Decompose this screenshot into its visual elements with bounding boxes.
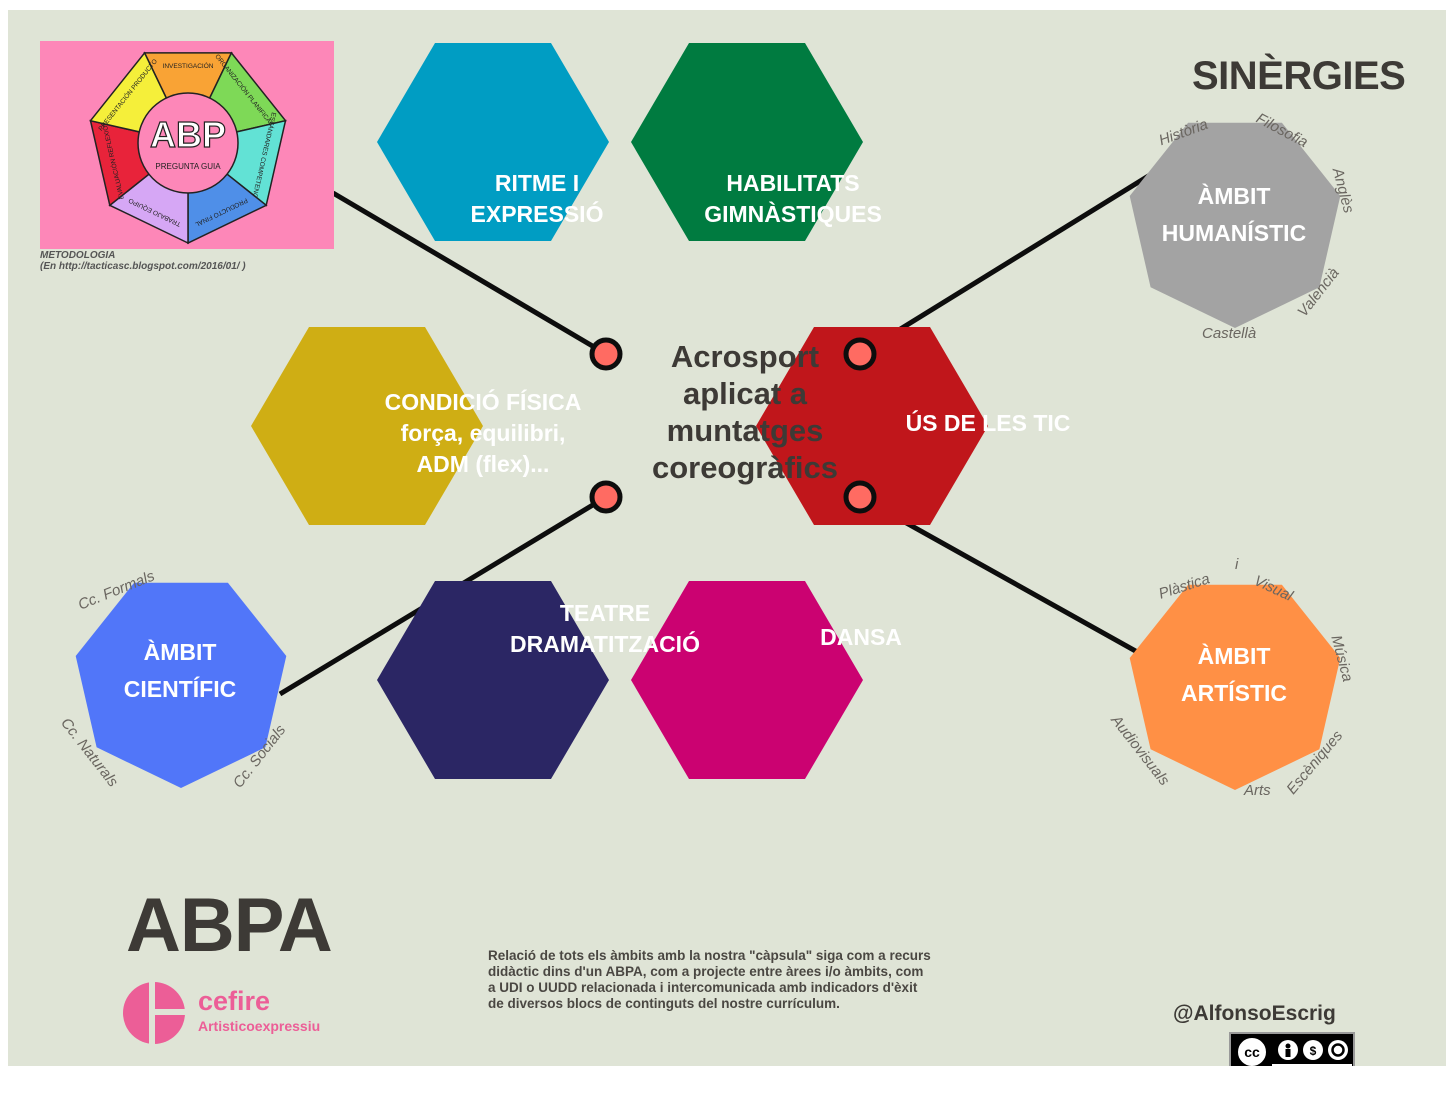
center-title: Acrosport aplicat a muntatges coreogràfi… [620,338,870,486]
ambit-label-humanistic: ÀMBIT HUMANÍSTIC [1126,178,1342,252]
subject-i: i [1235,556,1239,573]
ambit-label-artistic: ÀMBIT ARTÍSTIC [1126,638,1342,712]
center-title-line: Acrosport [670,339,820,374]
hex-label-ritme: RITME I EXPRESSIÓ [417,168,657,230]
subject-arts: Arts [1244,782,1271,799]
hex-label-line: ÚS DE LES TIC [905,410,1071,436]
hex-label-habilitats: HABILITATS GIMNÀSTIQUES [673,168,913,230]
hex-label-dansa: DANSA [741,622,981,653]
center-title-line: muntatges [666,413,824,448]
description-line: a UDI o UUDD relacionada i intercomunica… [488,980,918,995]
cefire-logo-icon [123,980,189,1046]
ambit-label-line: ARTÍSTIC [1180,680,1288,706]
metodologia-center-subtext: PREGUNTA GUIA [155,162,221,171]
cc-license-icon: cc $ BY NC SA [1229,1032,1355,1066]
hexagon-ritme [377,43,609,241]
sinergies-title: SINÈRGIES [1192,54,1406,98]
line-to-metodologia [331,190,608,357]
cefire-subtitle: Artisticoexpressiu [198,1018,321,1034]
hexagon-habilitats [631,43,863,241]
svg-text:$: $ [1310,1044,1317,1058]
hex-label-line: GIMNÀSTIQUES [704,201,882,227]
ambit-label-line: ÀMBIT [1197,183,1271,209]
heptagon-cientific [75,582,287,788]
description-line: Relació de tots els àmbits amb la nostra… [488,948,931,963]
metodologia-center [137,92,239,194]
hex-label-line: DANSA [820,624,902,650]
hexagon-tic [756,327,988,525]
metodologia-caption-link[interactable]: (En http://tacticasc.blogspot.com/2016/0… [40,261,246,272]
hex-label-teatre: TEATRE DRAMATITZACIÓ [485,598,725,660]
ambit-label-line: CIENTÍFIC [123,676,237,702]
connector-dots [589,337,877,514]
hex-label-line: EXPRESSIÓ [470,201,604,227]
subject-castella: Castellà [1202,325,1257,342]
metodologia-segment-label: INVESTIGACIÓN [163,61,214,70]
hexagon-dansa [631,581,863,779]
hex-label-line: RITME I [494,170,580,196]
hex-label-line: CONDICIÓ FÍSICA [384,389,582,415]
description-line: didàctic dins d'un ABPA, com a projecte … [488,964,924,979]
hex-label-condicio: CONDICIÓ FÍSICA força, equilibri, ADM (f… [358,387,608,480]
heptagon-humanistic [1129,122,1341,328]
ambit-label-line: ÀMBIT [143,639,217,665]
center-title-line: aplicat a [682,376,808,411]
abpa-title: ABPA [126,883,333,968]
center-title-line: coreogràfics [651,450,839,485]
heptagon-artistic [1129,584,1341,790]
author-handle[interactable]: @AlfonsoEscrig [1173,1002,1336,1025]
line-to-humanistic [858,172,1152,357]
connector-dot [589,480,623,514]
description-text: Relació de tots els àmbits amb la nostra… [488,948,1028,1012]
hexagon-teatre [377,581,609,779]
hex-label-line: ADM (flex)... [416,451,550,477]
ambit-label-cientific: ÀMBIT CIENTÍFIC [72,634,288,708]
ambit-label-line: HUMANÍSTIC [1161,220,1307,246]
metodologia-caption: METODOLOGIA (En http://tacticasc.blogspo… [40,250,246,272]
ambit-label-line: ÀMBIT [1197,643,1271,669]
cefire-name: cefire [198,986,271,1016]
metodologia-center-text: ABP [150,114,226,155]
description-line: de diversos blocs de continguts del nost… [488,996,840,1011]
hex-label-line: DRAMATITZACIÓ [510,631,700,657]
hex-label-line: HABILITATS [726,170,860,196]
connector-dot [589,337,623,371]
hexagon-condicio [251,327,483,525]
svg-text:cc: cc [1244,1044,1260,1060]
metodologia-caption-title: METODOLOGIA [40,250,116,261]
hex-label-tic: ÚS DE LES TIC [868,408,1108,439]
connector-dot [843,337,877,371]
connector-dot [843,480,877,514]
hex-label-line: TEATRE [559,600,651,626]
hex-label-line: força, equilibri, [400,420,566,446]
